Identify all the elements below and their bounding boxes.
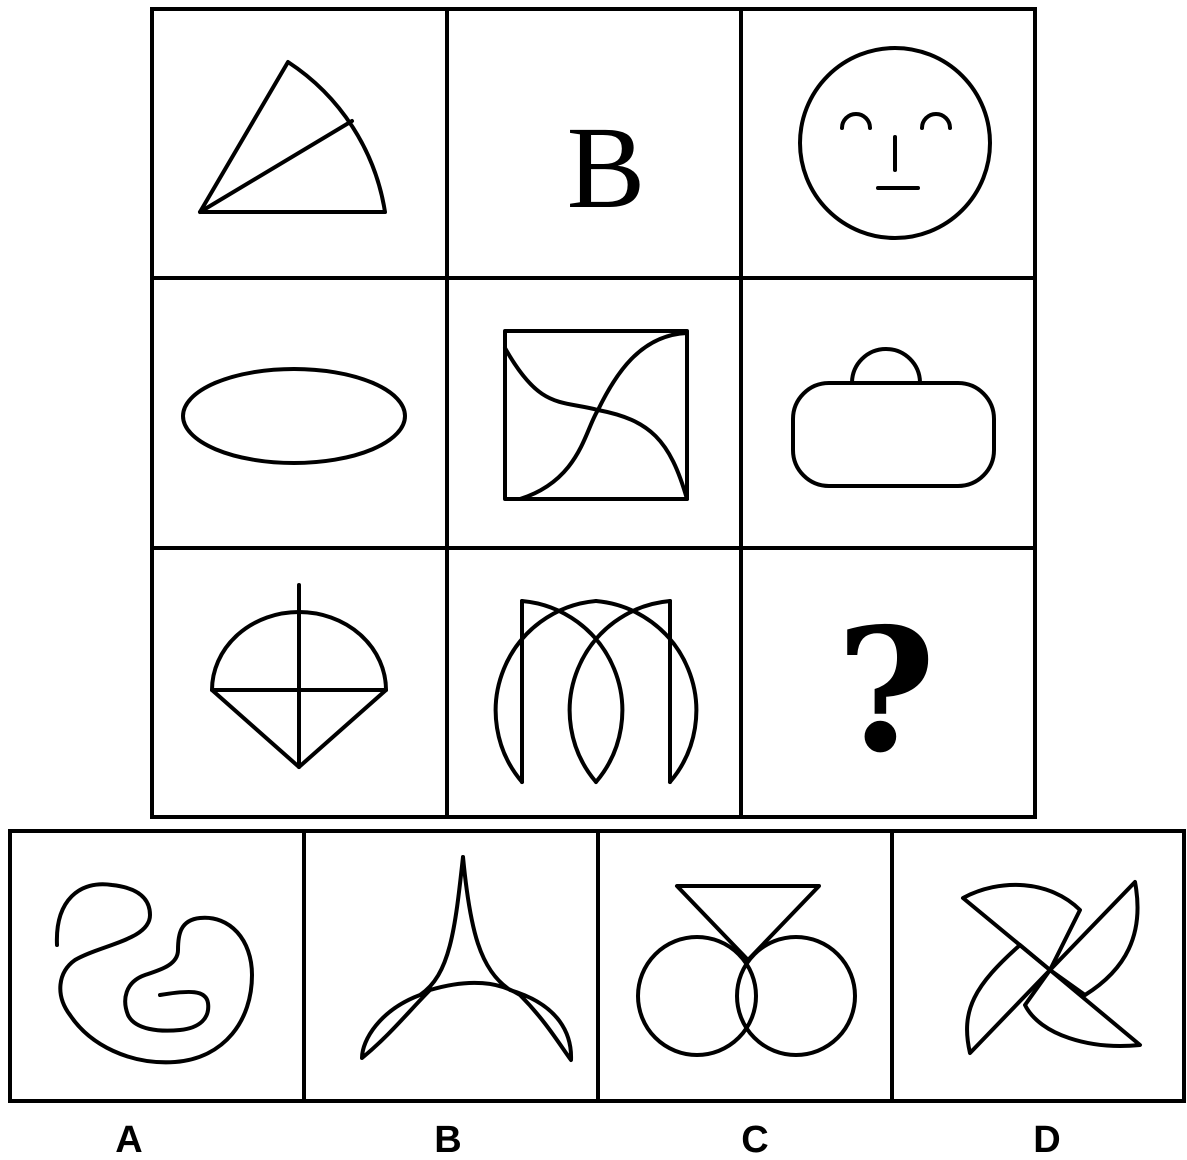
grid-cell-4 [183,369,405,463]
curved-triangle-with-leaves-icon [362,857,571,1060]
looped-curve-icon [57,884,252,1062]
grid-cell-3 [800,48,990,238]
grid-cell-8 [496,601,697,782]
question-mark-icon: ? [836,591,936,791]
pinwheel-icon [963,882,1140,1053]
option-a[interactable] [57,884,252,1062]
grid-cell-5 [505,331,687,499]
option-c[interactable] [638,886,855,1055]
option-b[interactable] [362,857,571,1060]
square-with-crossing-curves-icon [505,331,687,499]
smiling-face-icon [800,48,990,238]
option-label-b[interactable]: B [434,1119,461,1160]
option-label-d[interactable]: D [1033,1119,1060,1160]
handbag-icon [793,349,994,486]
semicircle-kite-with-cross-icon [212,585,386,767]
sector-with-radius-icon [200,62,385,212]
grid-cell-1 [200,62,385,212]
option-label-a[interactable]: A [115,1119,142,1160]
crossed-arcs-rectangle-icon [496,601,697,782]
letter-b-glyph: B [567,102,646,233]
ellipse-icon [183,369,405,463]
grid-cell-7 [212,585,386,767]
grid-cell-2: B [567,102,646,233]
grid-cell-6 [793,349,994,486]
grid-cell-9: ? [836,591,936,791]
triangle-over-two-circles-icon [638,886,855,1055]
option-label-c[interactable]: C [741,1119,768,1160]
option-d[interactable] [963,882,1140,1053]
